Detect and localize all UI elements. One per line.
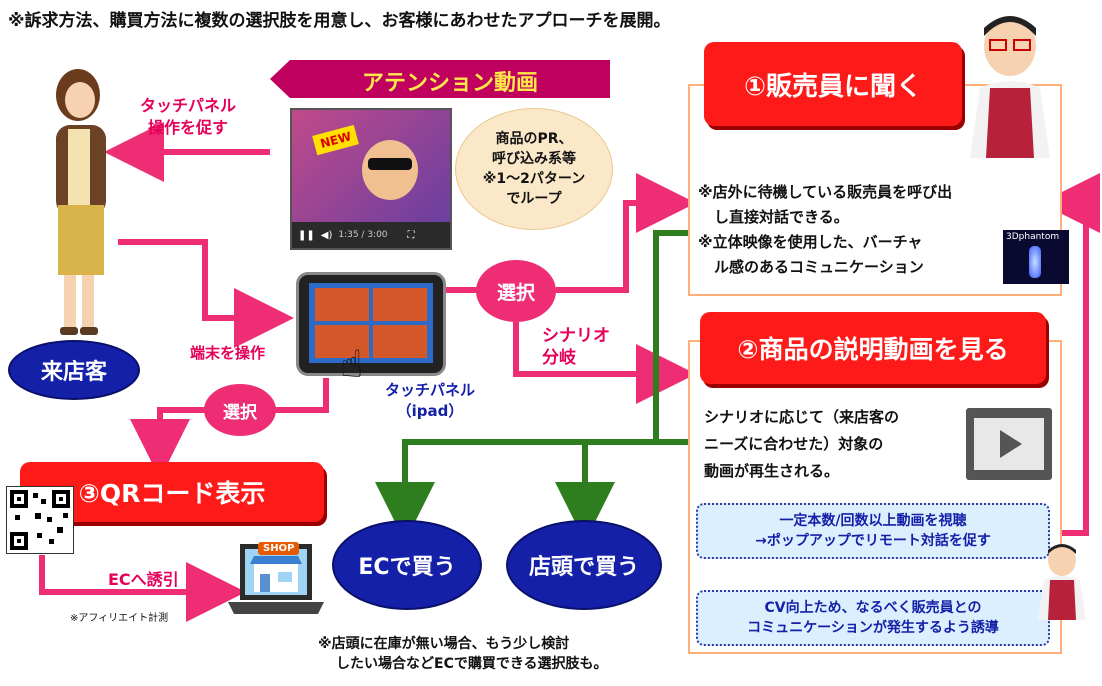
select-badge-top: 選択 [476, 260, 556, 322]
shop-laptop-icon: SHOP [228, 540, 324, 622]
arrow-to-option2 [513, 322, 696, 404]
customer-label: 来店客 [8, 340, 140, 400]
option2-title: ②商品の説明動画を見る [700, 312, 1046, 384]
woman-illustration [56, 69, 106, 335]
arrow-to-ec [375, 439, 490, 542]
clerk-illustration-1 [960, 8, 1060, 158]
shop-sign: SHOP [258, 542, 300, 555]
attention-speech-bubble: 商品のPR、 呼び込み系等 ※1〜2パターン でループ [455, 108, 613, 230]
tile-2[interactable] [373, 288, 427, 321]
attention-banner-label: アテンション動画 [361, 71, 538, 96]
3dphantom-thumbnail: 3Dphantom [1003, 230, 1069, 284]
character-face [362, 140, 418, 200]
affiliate-note: ※アフィリエイト計測 [70, 613, 169, 624]
pause-icon[interactable]: ❚❚ [298, 229, 315, 241]
arrow-customer-to-tablet [118, 239, 294, 348]
tablet-caption: タッチパネル （ipad） [385, 381, 476, 420]
pointing-hand-icon: ☝ [340, 342, 364, 386]
arrow-popup-to-option1 [1040, 173, 1100, 536]
play-triangle [1000, 430, 1022, 458]
header-note: ※訴求方法、購買方法に複数の選択肢を用意し、お客様にあわせたアプローチを展開。 [8, 11, 671, 31]
fullscreen-icon[interactable]: ⛶ [407, 229, 415, 241]
video-controls[interactable]: ❚❚ ◀) 1:35 / 3:00 ⛶ [292, 222, 450, 248]
tablet-screen[interactable] [309, 283, 433, 363]
buy-store-oval: 店頭で買う [506, 520, 662, 610]
attention-video-player[interactable]: NEW ❚❚ ◀) 1:35 / 3:00 ⛶ [290, 108, 452, 250]
arrow-qr-to-shop [39, 555, 246, 622]
arrow-to-option1 [556, 173, 696, 293]
option1-body: ※店外に待機している販売員を呼び出 し直接対話できる。 ※立体映像を使用した、バ… [698, 183, 953, 276]
qr-code [6, 486, 74, 554]
clerk-illustration-2 [1032, 540, 1092, 620]
video-time: 1:35 / 3:00 [338, 230, 388, 240]
buy-footnote: ※店頭に在庫が無い場合、もう少し検討 したい場合などECで購買できる選択肢も。 [318, 636, 608, 672]
tablet-device[interactable] [296, 272, 446, 376]
buy-ec-oval: ECで買う [332, 520, 482, 610]
customer-figure [28, 55, 128, 355]
volume-icon[interactable]: ◀) [320, 229, 333, 241]
sunglasses [368, 158, 412, 170]
option1-title: ①販売員に聞く [704, 42, 962, 126]
film-play-icon [966, 408, 1052, 480]
option2-body: シナリオに応じて（来店客の ニーズに合わせた）対象の 動画が再生される。 [704, 408, 900, 480]
3dphantom-label: 3Dphantom [1006, 232, 1060, 242]
hologram-figure [1029, 246, 1041, 278]
ec-lead-label: ECへ誘引 [108, 570, 179, 589]
scenario-label: シナリオ 分岐 [542, 326, 610, 368]
tile-3[interactable] [315, 325, 369, 358]
tile-1[interactable] [315, 288, 369, 321]
touch-prompt: タッチパネル 操作を促す [140, 96, 237, 137]
cv-note: CV向上ため、なるべく販売員との コミュニケーションが発生するよう誘導 [696, 590, 1050, 646]
attention-banner: アテンション動画 [270, 60, 610, 98]
arrow-to-store [490, 439, 615, 542]
select-badge-bottom: 選択 [204, 384, 276, 436]
tile-4[interactable] [373, 325, 427, 358]
popup-note: 一定本数/回数以上動画を視聴 →ポップアップでリモート対話を促す [696, 503, 1050, 559]
operate-label: 端末を操作 [190, 344, 266, 362]
